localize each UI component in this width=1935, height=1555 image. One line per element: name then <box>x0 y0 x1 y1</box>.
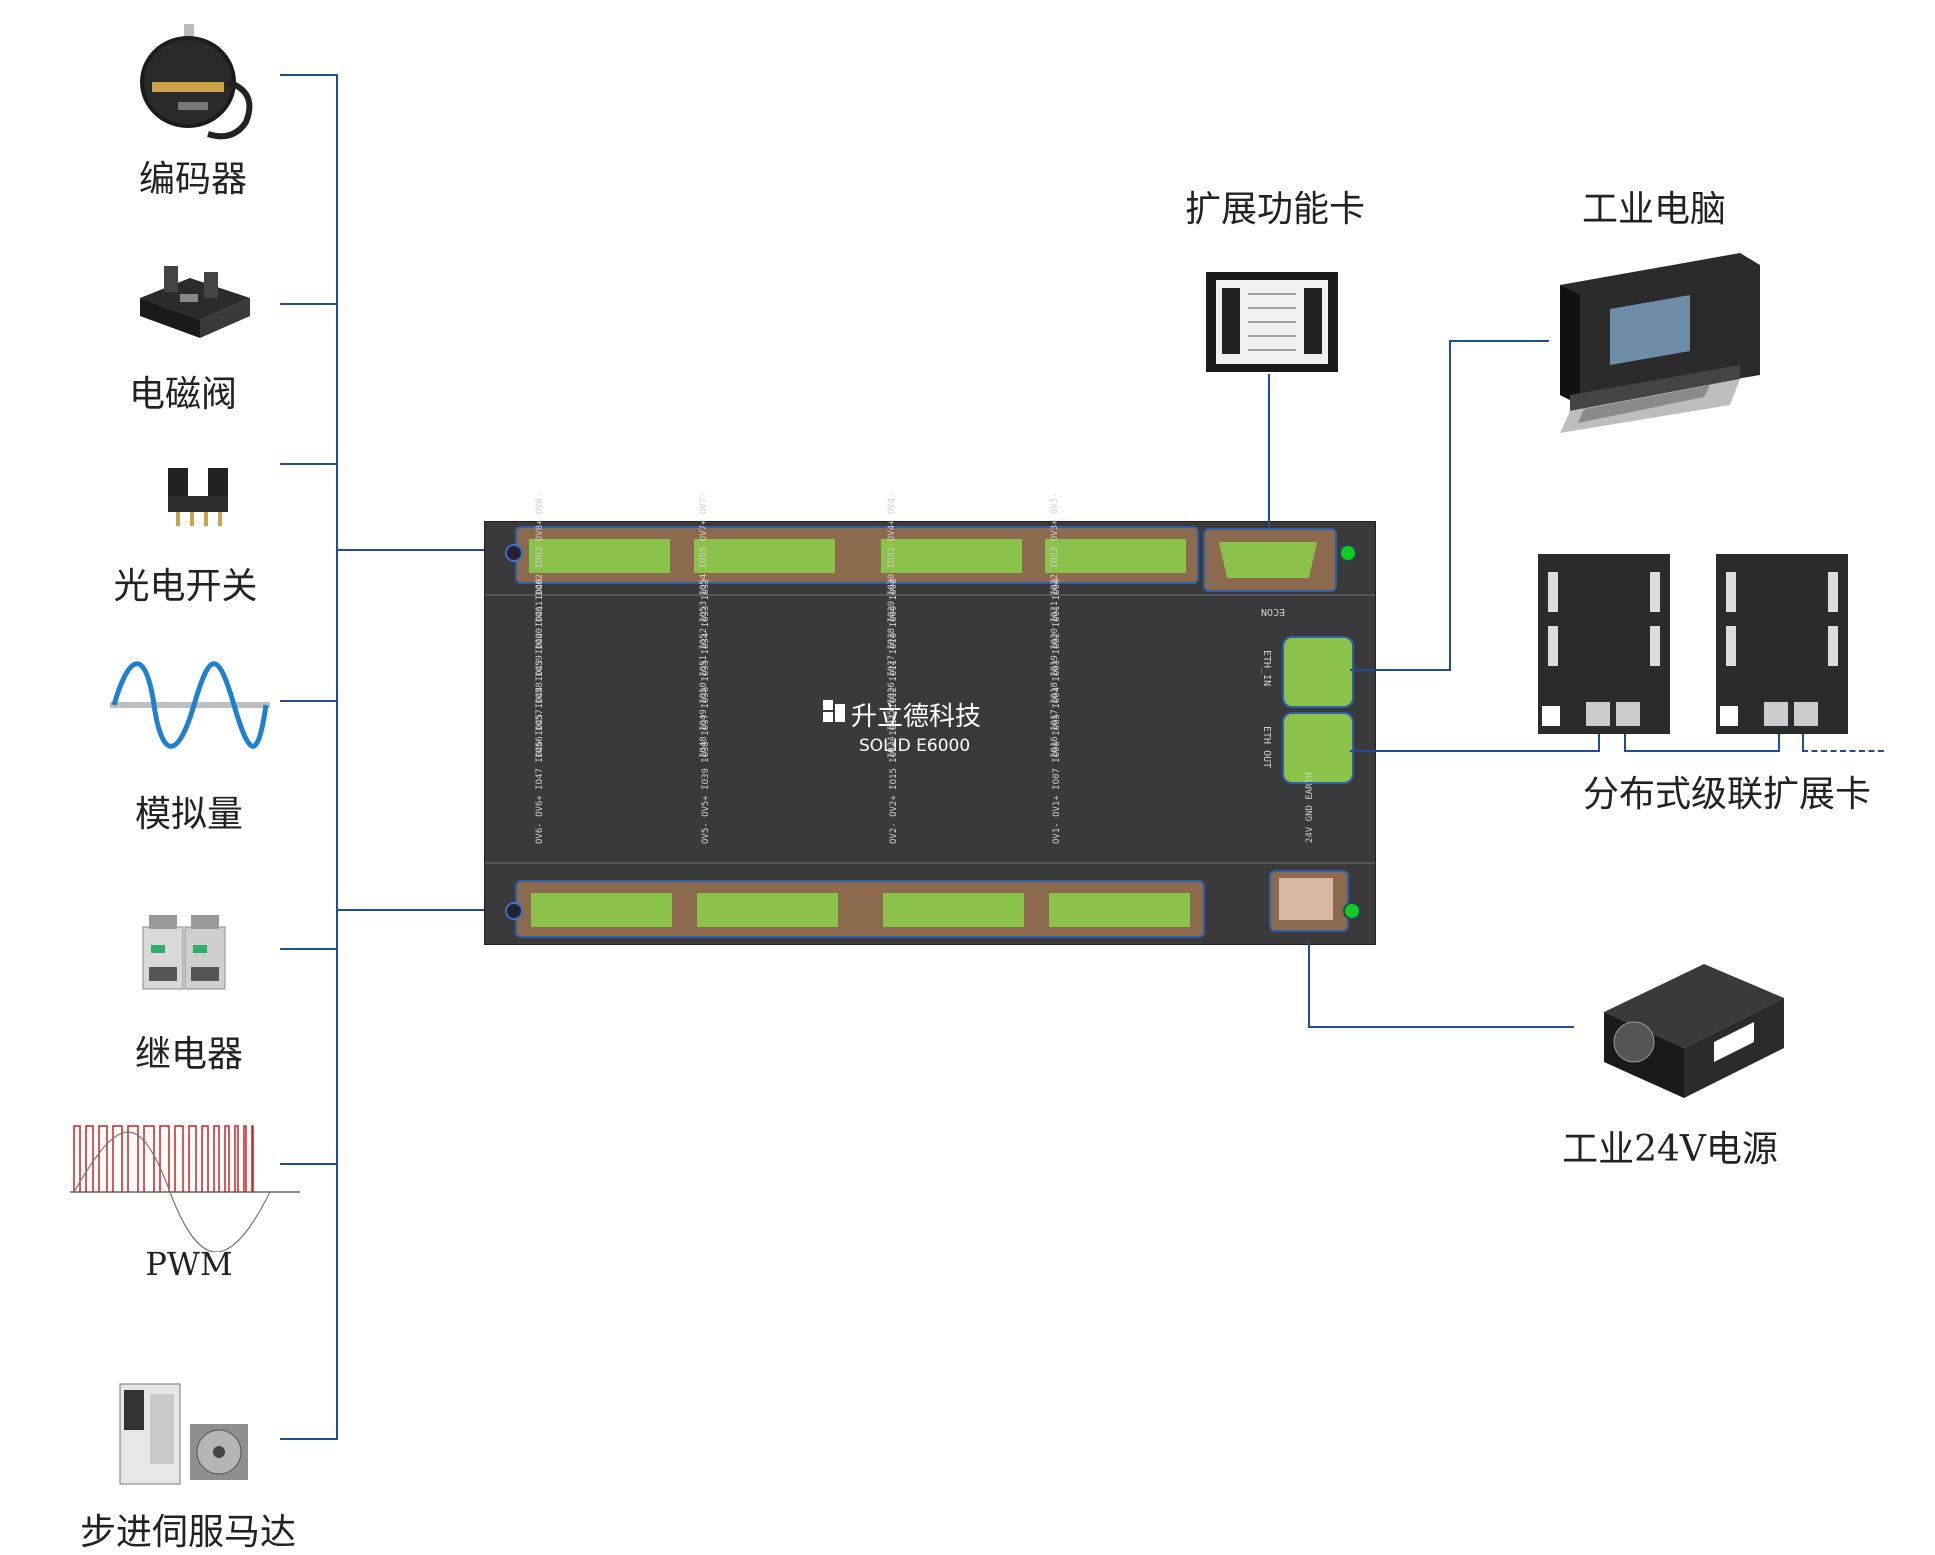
wire-cascade-dashed <box>1802 750 1884 752</box>
wire-relay <box>280 948 338 950</box>
wire-eth-out-up <box>1598 730 1600 752</box>
power-supply-label: 工业24V电源 <box>1562 1129 1778 1170</box>
wire-eth-in-h <box>1350 669 1450 671</box>
wire-expansion-card <box>1268 374 1270 528</box>
pwm-label: PWM <box>145 1245 233 1283</box>
pwm-signal-icon <box>70 1125 300 1252</box>
top-terminal-1[interactable] <box>529 539 670 573</box>
servo-motor-icon <box>119 1383 248 1485</box>
encoder-label: 编码器 <box>138 159 247 200</box>
bottom-pins-2: OV5- OV5+ IO39 IO38 IO37 IO36 IO35 IO34 … <box>701 578 711 844</box>
bottom-terminal-2[interactable] <box>697 893 838 927</box>
eth-out-label: ETH OUT <box>1261 726 1272 769</box>
wire-photoelectric <box>280 463 338 465</box>
board-bottom-band <box>485 862 1375 864</box>
wire-bus-to-bottom-connector <box>336 909 520 911</box>
wire-encoder <box>280 74 338 76</box>
eth-out-port[interactable] <box>1282 712 1354 784</box>
servo-motor-label: 步进伺服马达 <box>79 1512 296 1553</box>
controller-board: ECON IO56 IO57 IO58 IO59 IO60 IO61 IO62 … <box>484 492 1376 945</box>
solenoid-valve-icon <box>140 266 250 338</box>
analog-label: 模拟量 <box>134 794 243 835</box>
wire-cascade-out <box>1802 730 1804 752</box>
eth-in-port[interactable] <box>1282 636 1354 708</box>
sine-wave-icon <box>110 661 270 749</box>
bottom-terminal-3[interactable] <box>883 893 1024 927</box>
bottom-right-screw <box>1343 902 1361 920</box>
industrial-pc-icon <box>1560 253 1760 433</box>
top-terminal-3[interactable] <box>881 539 1022 573</box>
wire-eth-in-v <box>1449 340 1451 671</box>
eth-in-label: ETH_IN <box>1261 650 1272 687</box>
wire-pwm <box>280 1163 338 1165</box>
bottom-pins-1: OV6- OV6+ IO47 IO46 IO45 IO44 IO43 IO42 … <box>535 578 545 844</box>
wire-motor <box>280 1438 338 1440</box>
bottom-pins-4: OV1- OV1+ IO07 IO06 IO05 IO04 IO03 IO02 … <box>1052 578 1062 844</box>
left-bus-line <box>336 74 338 1440</box>
top-terminal-4[interactable] <box>1045 539 1186 573</box>
brand-name: 升立德科技 <box>851 702 982 732</box>
bottom-pins-3: OV2- OV2+ IO15 IO14 IO13 IO12 IO11 IO10 … <box>889 578 899 844</box>
wire-solenoid <box>280 303 338 305</box>
distributed-cascade-label: 分布式级联扩展卡 <box>1582 774 1871 815</box>
encoder-icon <box>140 24 253 140</box>
wire-bus-to-top-connector <box>336 549 520 551</box>
wire-power-h <box>1308 1026 1574 1028</box>
board-top-band <box>485 594 1375 596</box>
wire-eth-in-top <box>1449 340 1549 342</box>
top-terminal-2[interactable] <box>694 539 835 573</box>
cascade-card-1-icon <box>1538 554 1670 734</box>
relay-icon <box>142 915 226 990</box>
wire-power-v <box>1308 942 1310 1028</box>
photoelectric-switch-label: 光电开关 <box>113 566 258 607</box>
wire-cascade-up-b <box>1778 730 1780 752</box>
cascade-card-2-icon <box>1716 554 1848 734</box>
expansion-card-label: 扩展功能卡 <box>1184 189 1365 230</box>
solenoid-valve-label: 电磁阀 <box>128 374 237 415</box>
power-pins: 24V GND EARTH <box>1305 772 1315 843</box>
top-left-screw <box>505 544 523 562</box>
wire-eth-out-h <box>1350 750 1600 752</box>
top-right-screw <box>1339 544 1357 562</box>
industrial-pc-label: 工业电脑 <box>1581 189 1726 230</box>
wire-cascade-link <box>1624 750 1780 752</box>
power-supply-icon <box>1604 964 1784 1098</box>
econ-dsub-icon <box>1219 542 1317 578</box>
solid-logo-icon <box>823 700 845 722</box>
bottom-terminal-4[interactable] <box>1049 893 1190 927</box>
wire-cascade-up-a <box>1624 730 1626 752</box>
photoelectric-switch-icon <box>168 468 228 526</box>
wire-analog <box>280 700 338 702</box>
econ-label: ECON <box>1261 606 1286 617</box>
relay-label: 继电器 <box>134 1034 243 1075</box>
bottom-left-screw <box>505 902 523 920</box>
expansion-card-icon <box>1206 272 1338 372</box>
power-terminal-block <box>1279 878 1333 920</box>
model-name: SOLID E6000 <box>859 736 971 756</box>
bottom-terminal-1[interactable] <box>531 893 672 927</box>
